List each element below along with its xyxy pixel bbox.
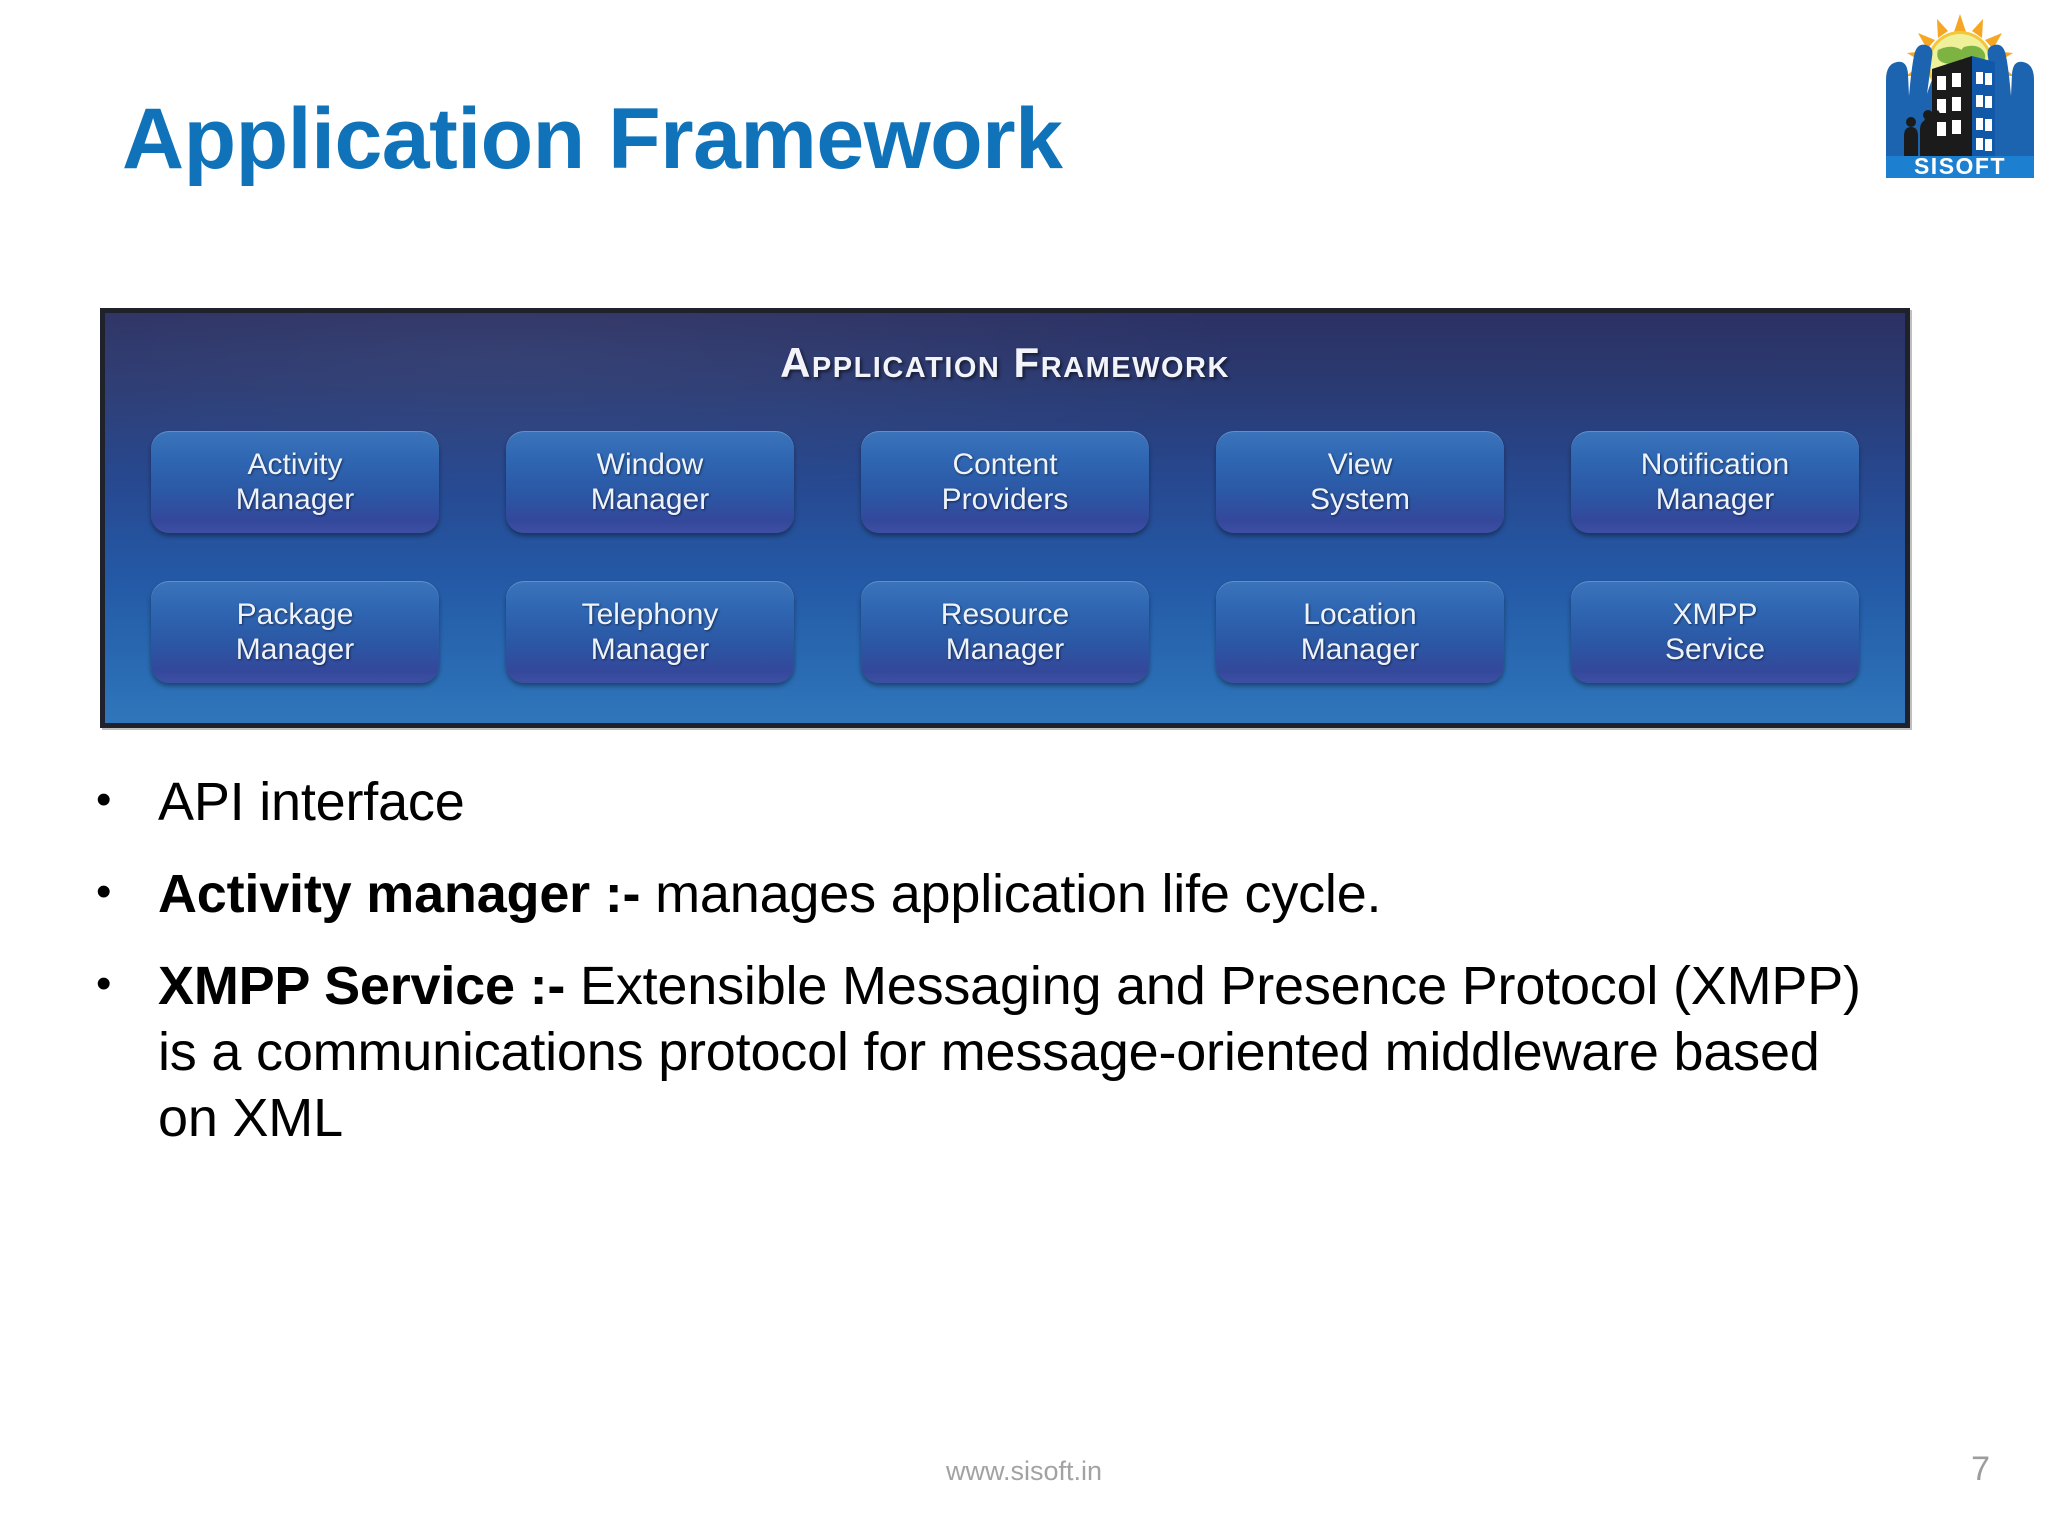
list-item: • XMPP Service :- Extensible Messaging a… xyxy=(96,954,1886,1152)
bullet-marker-icon: • xyxy=(96,866,112,916)
bullet-marker-icon: • xyxy=(96,958,112,1008)
node-label-line1: Activity xyxy=(247,447,343,481)
logo-banner xyxy=(1886,156,2034,178)
bullet-bold-text: Activity manager :- xyxy=(158,863,641,924)
node-label-line2: Manager xyxy=(590,483,710,516)
node-label-line1: Package xyxy=(236,597,354,631)
bullet-plain-text: API interface xyxy=(158,772,465,832)
slide-page-number: 7 xyxy=(1971,1450,1990,1488)
page-title: Application Framework xyxy=(122,91,1063,187)
node-view-system[interactable]: View System xyxy=(1216,431,1504,533)
node-label-line2: System xyxy=(1309,483,1411,516)
node-label-line1: Telephony xyxy=(581,597,719,631)
bullet-list: • API interface • Activity manager :- ma… xyxy=(96,770,1886,1177)
footer-website-url: www.sisoft.in xyxy=(945,1456,1103,1486)
bullet-plain-text: Extensible Messaging and Presence Protoc… xyxy=(158,955,1861,1148)
node-label-line2: Manager xyxy=(590,633,710,666)
node-label-line2: Manager xyxy=(1655,483,1775,516)
node-label-line2: Service xyxy=(1664,633,1766,666)
node-label-line1: Window xyxy=(596,447,704,481)
node-window-manager[interactable]: Window Manager xyxy=(506,431,794,533)
logo-wordmark: SISOFT xyxy=(1914,153,2006,178)
bullet-text: XMPP Service :- Extensible Messaging and… xyxy=(158,954,1886,1152)
node-package-manager[interactable]: Package Manager xyxy=(151,581,439,683)
diagram-row-2: Package Manager Telephony Manager Resour… xyxy=(151,581,1859,683)
node-label-line1: Content xyxy=(952,447,1058,481)
node-location-manager[interactable]: Location Manager xyxy=(1216,581,1504,683)
list-item: • API interface xyxy=(96,770,1886,836)
diagram-row-1: Activity Manager Window Manager Content … xyxy=(151,431,1859,533)
node-xmpp-service[interactable]: XMPP Service xyxy=(1571,581,1859,683)
node-label-line1: Resource xyxy=(940,597,1070,631)
application-framework-diagram: Application Framework Activity Manager W… xyxy=(100,308,1910,728)
node-activity-manager[interactable]: Activity Manager xyxy=(151,431,439,533)
node-label-line1: Location xyxy=(1303,597,1417,631)
diagram-grid: Activity Manager Window Manager Content … xyxy=(151,431,1859,683)
bullet-bold-text: XMPP Service :- xyxy=(158,955,566,1016)
sisoft-logo: SISOFT xyxy=(1880,6,2040,178)
bullet-plain-text: manages application life cycle. xyxy=(640,863,1382,924)
bullet-marker-icon: • xyxy=(96,775,112,824)
node-label-line1: XMPP xyxy=(1672,597,1758,631)
node-label-line2: Manager xyxy=(235,483,355,516)
building-icon xyxy=(1932,56,1995,156)
node-label-line2: Manager xyxy=(945,633,1065,666)
bullet-text: Activity manager :- manages application … xyxy=(158,862,1382,928)
bullet-text: API interface xyxy=(158,770,465,836)
node-label-line1: View xyxy=(1327,447,1393,481)
node-resource-manager[interactable]: Resource Manager xyxy=(861,581,1149,683)
people-icon xyxy=(1904,110,1941,156)
diagram-heading: Application Framework xyxy=(780,339,1230,386)
node-telephony-manager[interactable]: Telephony Manager xyxy=(506,581,794,683)
list-item: • Activity manager :- manages applicatio… xyxy=(96,862,1886,928)
node-content-providers[interactable]: Content Providers xyxy=(861,431,1149,533)
node-label-line2: Providers xyxy=(941,483,1069,516)
node-label-line1: Notification xyxy=(1640,447,1790,481)
node-label-line2: Manager xyxy=(235,633,355,666)
node-notification-manager[interactable]: Notification Manager xyxy=(1571,431,1859,533)
node-label-line2: Manager xyxy=(1300,633,1420,666)
